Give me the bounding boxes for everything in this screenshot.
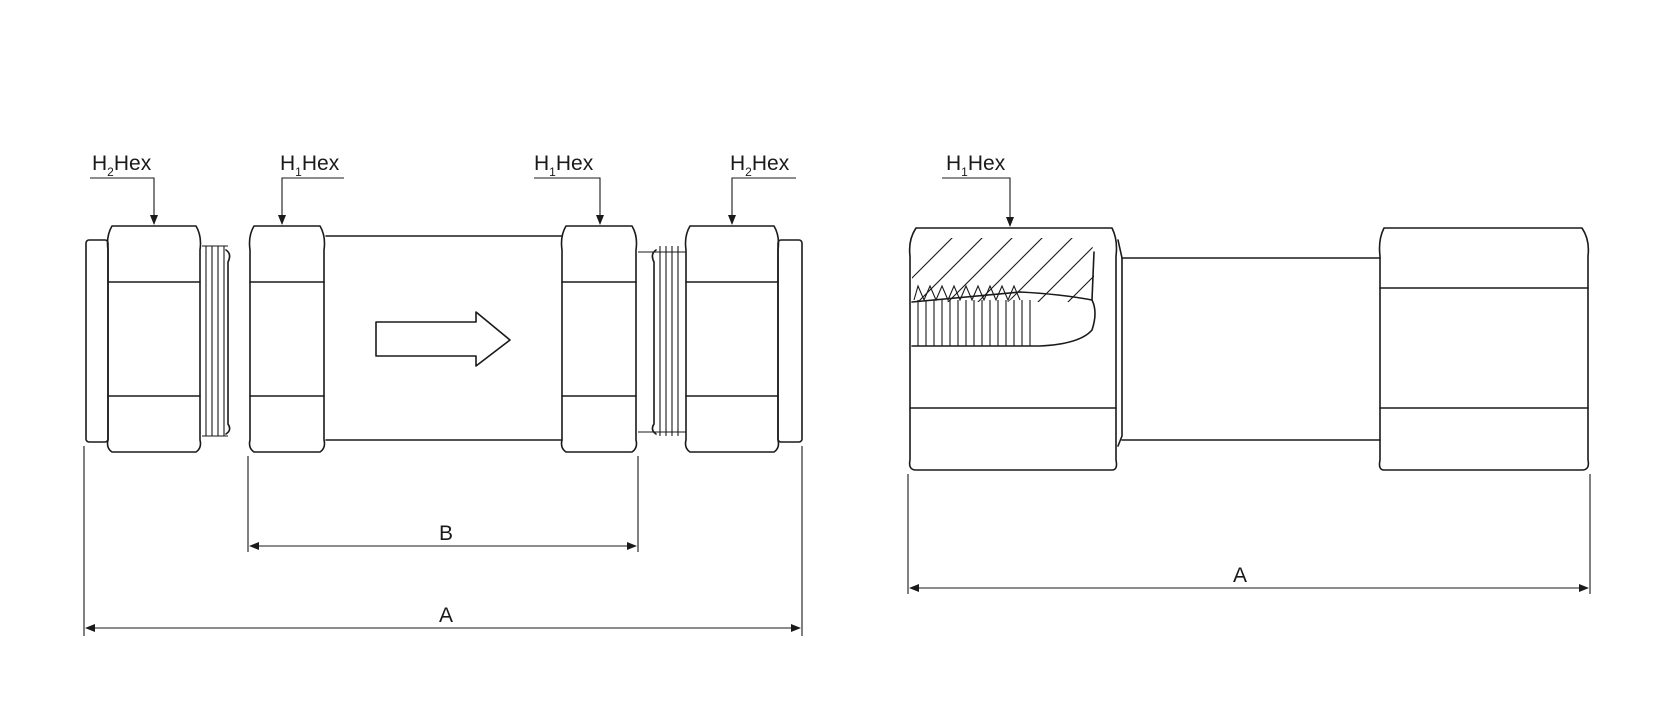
callout-leaders-left [90,177,796,225]
callout-left-h2-a: H2Hex [92,152,152,179]
dimension-label-a-left: A [439,604,453,627]
inline-check-valve-female: H1Hex A [907,152,1591,594]
dimension-label-b: B [439,522,453,545]
callout-right-h1: H1Hex [946,152,1006,179]
left-union-thread [202,245,231,437]
callout-left-h1-b: H1Hex [534,152,594,179]
right-tube-end [777,239,803,443]
valve-body [325,235,563,441]
left-h2-hex-nut [106,225,202,453]
callout-left-h1-a: H1Hex [280,152,340,179]
flow-direction-arrow-icon [375,311,511,367]
left-tube-end [85,239,109,443]
dimension-label-a-right: A [1233,564,1247,587]
dimension-b [247,456,639,552]
dimension-a-left [83,446,803,636]
callout-left-h2-b: H2Hex [730,152,790,179]
right-h2-hex-nut [684,225,780,453]
check-valve-union-assembly: H2Hex H1Hex H1Hex H2Hex B A [83,152,803,636]
left-female-hex-body [908,227,1118,471]
center-valve-body [1117,239,1381,447]
right-union-thread [638,246,686,436]
right-female-hex-body [1378,227,1590,471]
section-hatching [912,238,1094,302]
dimension-a-right [907,474,1591,594]
right-h1-hex-nut [560,225,638,453]
callout-leader-right [942,177,1014,227]
left-h1-hex-nut [248,225,326,453]
